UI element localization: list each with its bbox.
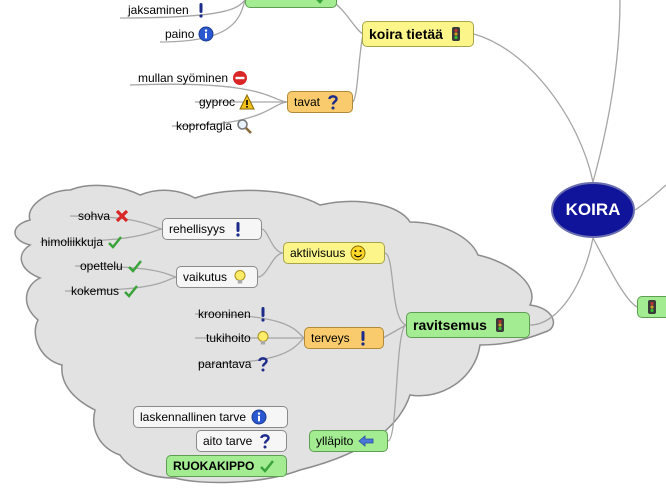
leaf-label: opettelu xyxy=(80,259,123,273)
magnifier-icon xyxy=(236,118,252,134)
node-yllapito[interactable]: ylläpito xyxy=(309,430,388,452)
node-aktiivisuus[interactable]: aktiivisuus xyxy=(283,242,385,264)
node-rehellisyys-label: rehellisyys xyxy=(169,222,226,236)
leaf-sohva[interactable]: sohva xyxy=(78,207,130,225)
leaf-himoliikkuja[interactable]: himoliikkuja xyxy=(41,233,123,251)
leaf-tukihoito[interactable]: tukihoito xyxy=(206,329,271,347)
leaf-label: himoliikkuja xyxy=(41,235,104,249)
leaf-label: sohva xyxy=(78,209,111,223)
question-icon xyxy=(325,94,341,110)
leaf-opettelu[interactable]: opettelu xyxy=(80,257,143,275)
leaf-kokemus[interactable]: kokemus xyxy=(71,282,139,300)
warning-icon xyxy=(239,94,255,110)
node-ravitsemus-label: ravitsemus xyxy=(413,317,487,333)
node-aito-tarve[interactable]: aito tarve xyxy=(196,430,287,452)
leaf-koprofagia[interactable]: koprofagia xyxy=(176,117,252,135)
question-icon xyxy=(255,356,271,372)
smiley-icon xyxy=(350,245,366,261)
lightbulb-icon xyxy=(232,269,248,285)
node-ravitsemus[interactable]: ravitsemus xyxy=(406,312,530,338)
check-icon xyxy=(127,258,143,274)
check-icon xyxy=(314,0,330,5)
check-icon xyxy=(123,283,139,299)
leaf-krooninen[interactable]: krooninen xyxy=(198,305,271,323)
leaf-gyproc[interactable]: gyproc xyxy=(199,93,255,111)
info-icon xyxy=(251,409,267,425)
info-icon xyxy=(198,26,214,42)
exclamation-icon xyxy=(193,2,209,18)
leaf-paino[interactable]: paino xyxy=(165,25,214,43)
leaf-label: koprofagia xyxy=(176,119,233,133)
node-aktiivisuus-label: aktiivisuus xyxy=(290,246,346,260)
node-terveys-label: terveys xyxy=(311,331,350,345)
node-yllapito-label: ylläpito xyxy=(316,434,354,448)
node-vaikutus[interactable]: vaikutus xyxy=(176,266,258,288)
node-koira-tietaa-label: koira tietää xyxy=(369,26,443,42)
leaf-label: gyproc xyxy=(199,95,236,109)
central-node-koira[interactable]: KOIRA xyxy=(551,182,635,238)
traffic-light-icon xyxy=(644,299,660,315)
leaf-jaksaminen[interactable]: jaksaminen xyxy=(128,1,209,19)
node-laskennallinen-tarve[interactable]: laskennallinen tarve xyxy=(133,406,288,428)
exclamation-icon xyxy=(230,221,246,237)
node-vaikutus-label: vaikutus xyxy=(183,270,228,284)
node-partial-right[interactable] xyxy=(637,296,666,318)
node-terveys[interactable]: terveys xyxy=(304,327,384,349)
leaf-parantava[interactable]: parantava xyxy=(198,355,271,373)
node-label: laskennallinen tarve xyxy=(140,410,247,424)
traffic-light-icon xyxy=(492,317,508,333)
exclamation-icon xyxy=(255,306,271,322)
check-icon xyxy=(107,234,123,250)
exclamation-icon xyxy=(355,330,371,346)
leaf-mullan-syominen[interactable]: mullan syöminen xyxy=(138,69,248,87)
traffic-light-icon xyxy=(448,26,464,42)
leaf-label: parantava xyxy=(198,357,252,371)
arrow-left-icon xyxy=(358,433,374,449)
leaf-label: paino xyxy=(165,27,195,41)
node-partial-top[interactable] xyxy=(245,0,337,8)
cross-icon xyxy=(114,208,130,224)
connector-lines xyxy=(39,0,666,442)
leaf-label: krooninen xyxy=(198,307,251,321)
check-icon xyxy=(259,458,275,474)
leaf-label: jaksaminen xyxy=(128,3,189,17)
node-label: RUOKAKIPPO xyxy=(173,459,255,473)
node-koira-tietaa[interactable]: koira tietää xyxy=(362,21,474,47)
node-tavat-label: tavat xyxy=(294,95,321,109)
node-label: aito tarve xyxy=(203,434,253,448)
node-rehellisyys[interactable]: rehellisyys xyxy=(162,218,262,240)
leaf-label: mullan syöminen xyxy=(138,71,229,85)
leaf-label: kokemus xyxy=(71,284,120,298)
stop-icon xyxy=(232,70,248,86)
node-ruokakippo[interactable]: RUOKAKIPPO xyxy=(166,455,287,477)
question-icon xyxy=(257,433,273,449)
lightbulb-icon xyxy=(255,330,271,346)
node-tavat[interactable]: tavat xyxy=(287,91,353,113)
leaf-label: tukihoito xyxy=(206,331,251,345)
